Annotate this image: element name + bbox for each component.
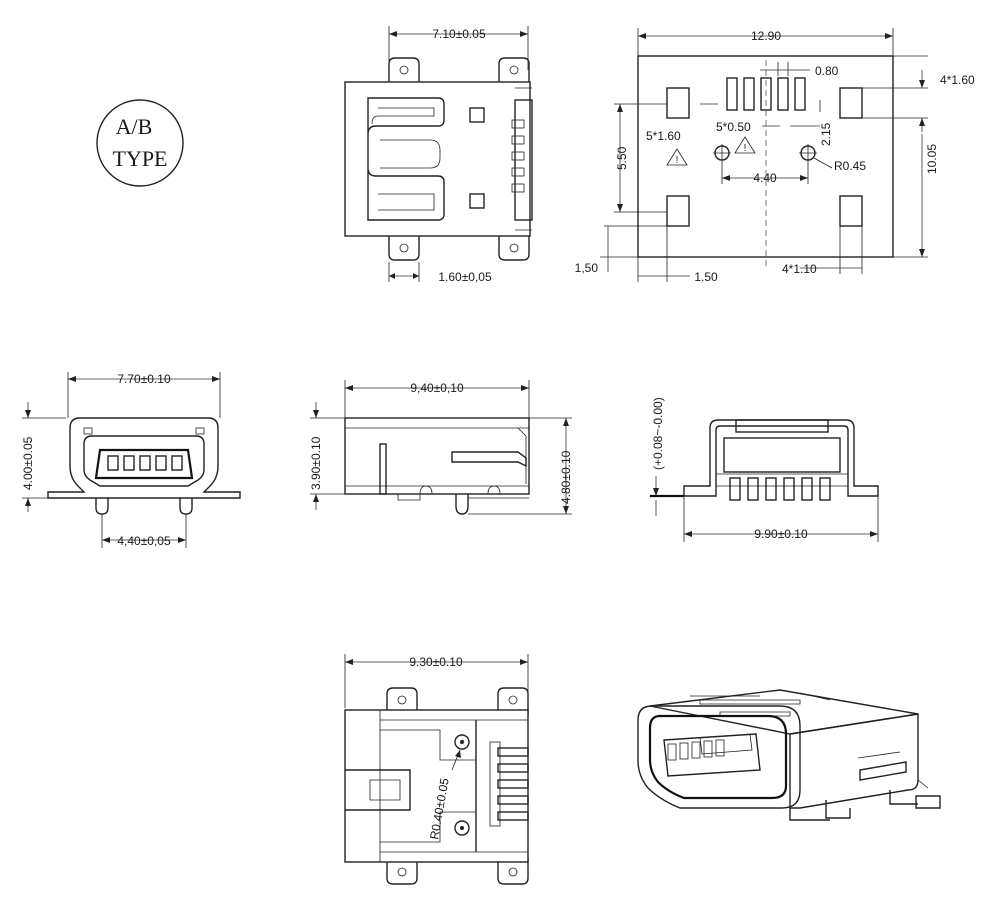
front-pin-span-dim: 4,40±0,05 [117,534,171,548]
pcb-footprint: 12.90 0.80 4*1.60 5*1.60 5*0.50 2.15 [575,28,975,284]
fp-height-dim: 10.05 [925,144,939,174]
fp-pad-height-dim: 5*1.60 [646,129,681,143]
front-width-dim: 7.70±0.10 [117,372,171,386]
fp-hole-spacing-dim: 4.40 [753,171,777,185]
side-length-dim: 9,40±0,10 [410,381,464,395]
fp-row-spacing-dim: 5.50 [615,146,629,170]
top-pin-dim: 1.60±0,05 [438,270,492,284]
fp-side-pad-width-dim: 4*1.10 [782,262,817,276]
side-total-height-dim: 4.80±0.10 [559,450,573,504]
side-height-dim: 3.90±0.10 [309,436,323,490]
top-width-dim: 7.10±0.05 [432,27,486,41]
fp-pad-offset-dim: 2.15 [819,122,833,146]
svg-text:!: ! [744,143,747,154]
type-badge-line2: TYPE [113,146,168,171]
fp-pad-width-dim: 5*0.50 [716,120,751,134]
type-badge-line1: A/B [116,114,153,139]
fp-width-dim: 12.90 [751,29,781,43]
fp-left-offset-dim: 1.50 [694,270,718,284]
fp-pitch-dim: 0.80 [815,64,839,78]
side-view: 9,40±0,10 3.90±0.10 4.80±0.10 [309,380,573,515]
front-view: 7.70±0.10 4.00±0.05 4,40±0,05 [21,372,241,548]
fp-side-pad-dim: 4*1.60 [940,73,975,87]
fp-bottom-offset-dim: 1,50 [575,261,599,275]
bottom-view: 9.30±0.10 R0.40±0.0 [344,654,529,885]
svg-text:!: ! [676,155,679,166]
rear-width-dim: 9.90±0.10 [754,527,808,541]
bottom-length-dim: 9.30±0.10 [409,655,463,669]
isometric-view [637,689,941,821]
rear-coplanarity-dim: (+0.08~-0.00) [651,397,665,470]
front-height-dim: 4.00±0.05 [21,436,35,490]
type-badge: A/B TYPE [96,99,184,187]
fp-hole-dim: R0.45 [834,159,866,173]
top-view: 7.10±0.05 1.60±0,0 [344,26,533,284]
rear-view: (+0.08~-0.00) 9.90±0.10 [650,397,879,542]
